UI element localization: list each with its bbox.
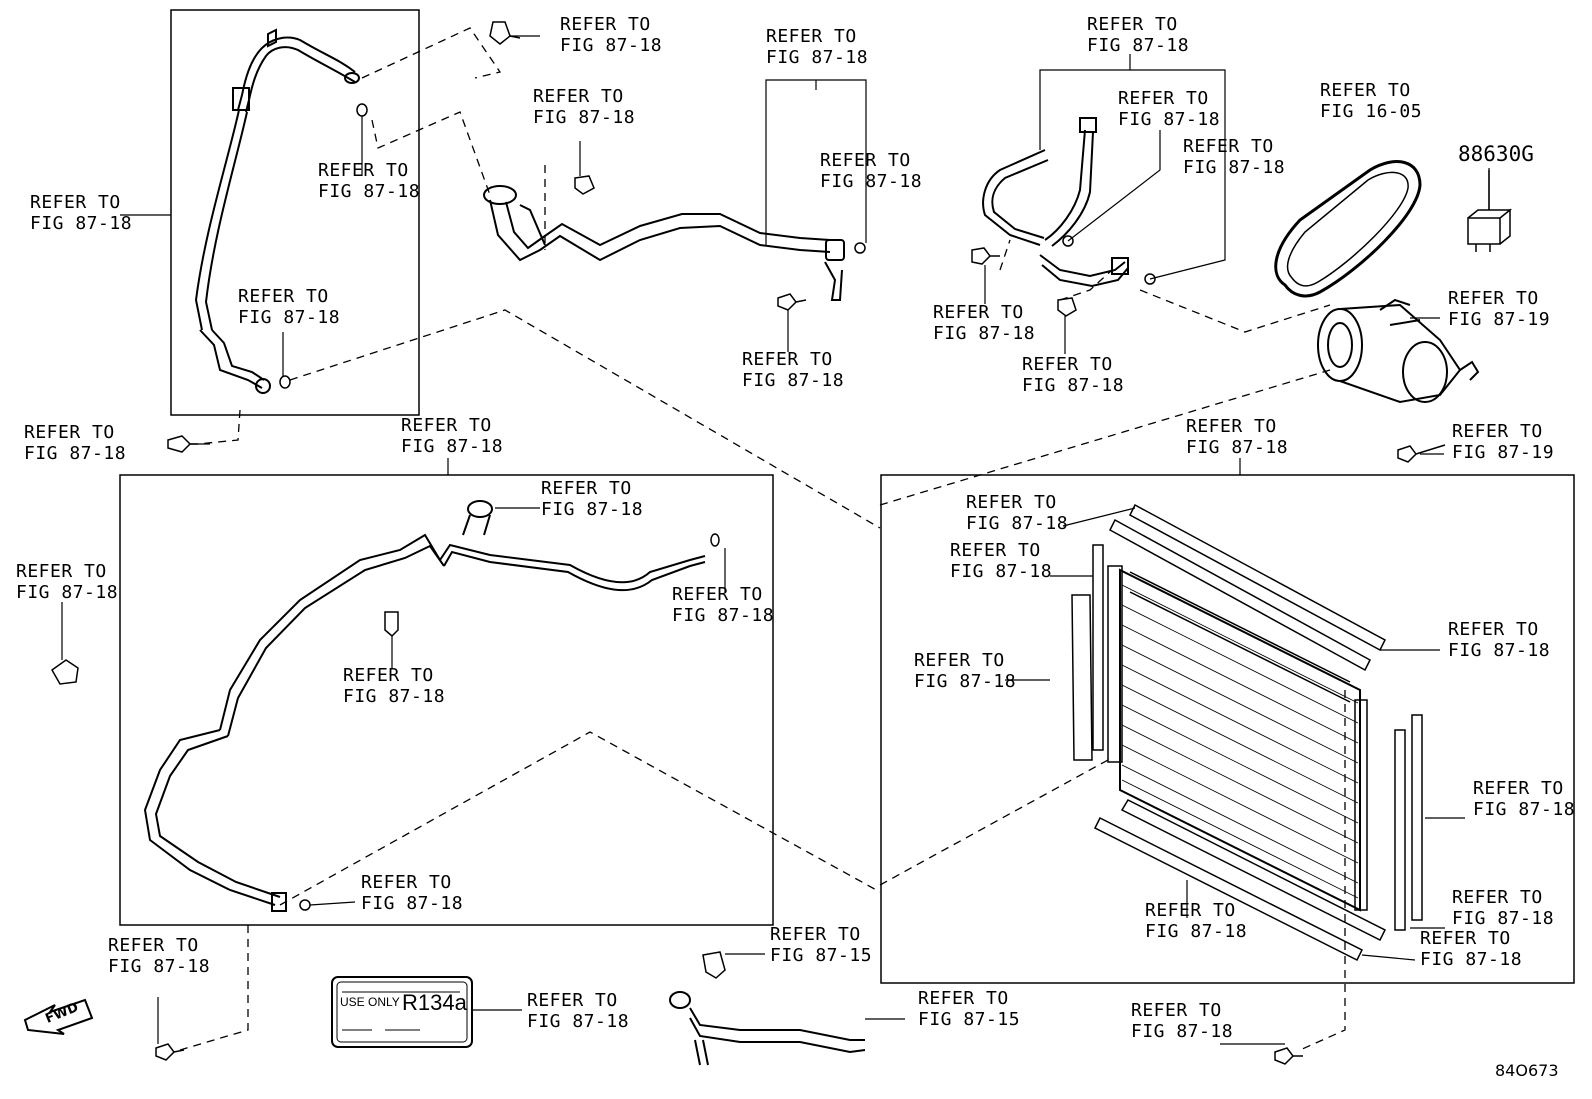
bolt-icon: [971, 247, 1000, 265]
suction-hose: [194, 28, 360, 394]
discharge-hose: [483, 185, 845, 301]
liquid-tube: [143, 500, 706, 912]
clamp-icon: [384, 611, 399, 638]
condenser-seal: [1093, 816, 1364, 962]
bolt-icon: [1397, 444, 1446, 463]
label-plate-refrigerant: R134a: [402, 990, 467, 1015]
nut-icon: [1057, 297, 1077, 317]
o-ring: [1144, 273, 1156, 285]
o-ring: [299, 899, 311, 911]
compressor: [1317, 298, 1480, 404]
fwd-arrow-icon: [23, 998, 94, 1035]
illustration-code: 84O673: [1495, 1061, 1559, 1080]
bottom-hose: [669, 991, 866, 1066]
nut-icon: [574, 175, 595, 195]
o-ring: [854, 242, 866, 254]
side-seal: [1394, 729, 1406, 931]
label-plate-use-only: USE ONLY: [340, 995, 400, 1009]
bolt-icon: [777, 293, 807, 311]
part-number-label: 88630G: [1458, 142, 1534, 166]
condenser-seal: [1109, 518, 1371, 672]
condenser-seal: [1120, 799, 1387, 942]
condenser: [1107, 565, 1368, 912]
bolt-icon: [155, 1043, 185, 1061]
clip-icon: [51, 659, 79, 685]
drive-belt: [1274, 160, 1422, 298]
bolt-icon: [1274, 1047, 1303, 1065]
pressure-switch: [702, 951, 726, 979]
clip-icon: [489, 21, 521, 45]
side-seal: [1092, 544, 1104, 751]
connection-lines: [179, 27, 1346, 1051]
o-ring: [356, 103, 368, 117]
side-seal: [1071, 594, 1093, 761]
condenser-frame: [880, 474, 1575, 984]
compressor-hoses: [982, 117, 1129, 288]
side-seal: [1411, 714, 1423, 921]
liquid-tube-frame: [119, 474, 774, 926]
leader-lines: [61, 35, 1490, 1045]
o-ring: [1062, 235, 1074, 247]
o-ring: [279, 375, 291, 389]
suction-hose-frame: [170, 9, 420, 416]
o-ring: [710, 533, 720, 547]
label-plate: [331, 976, 473, 1048]
